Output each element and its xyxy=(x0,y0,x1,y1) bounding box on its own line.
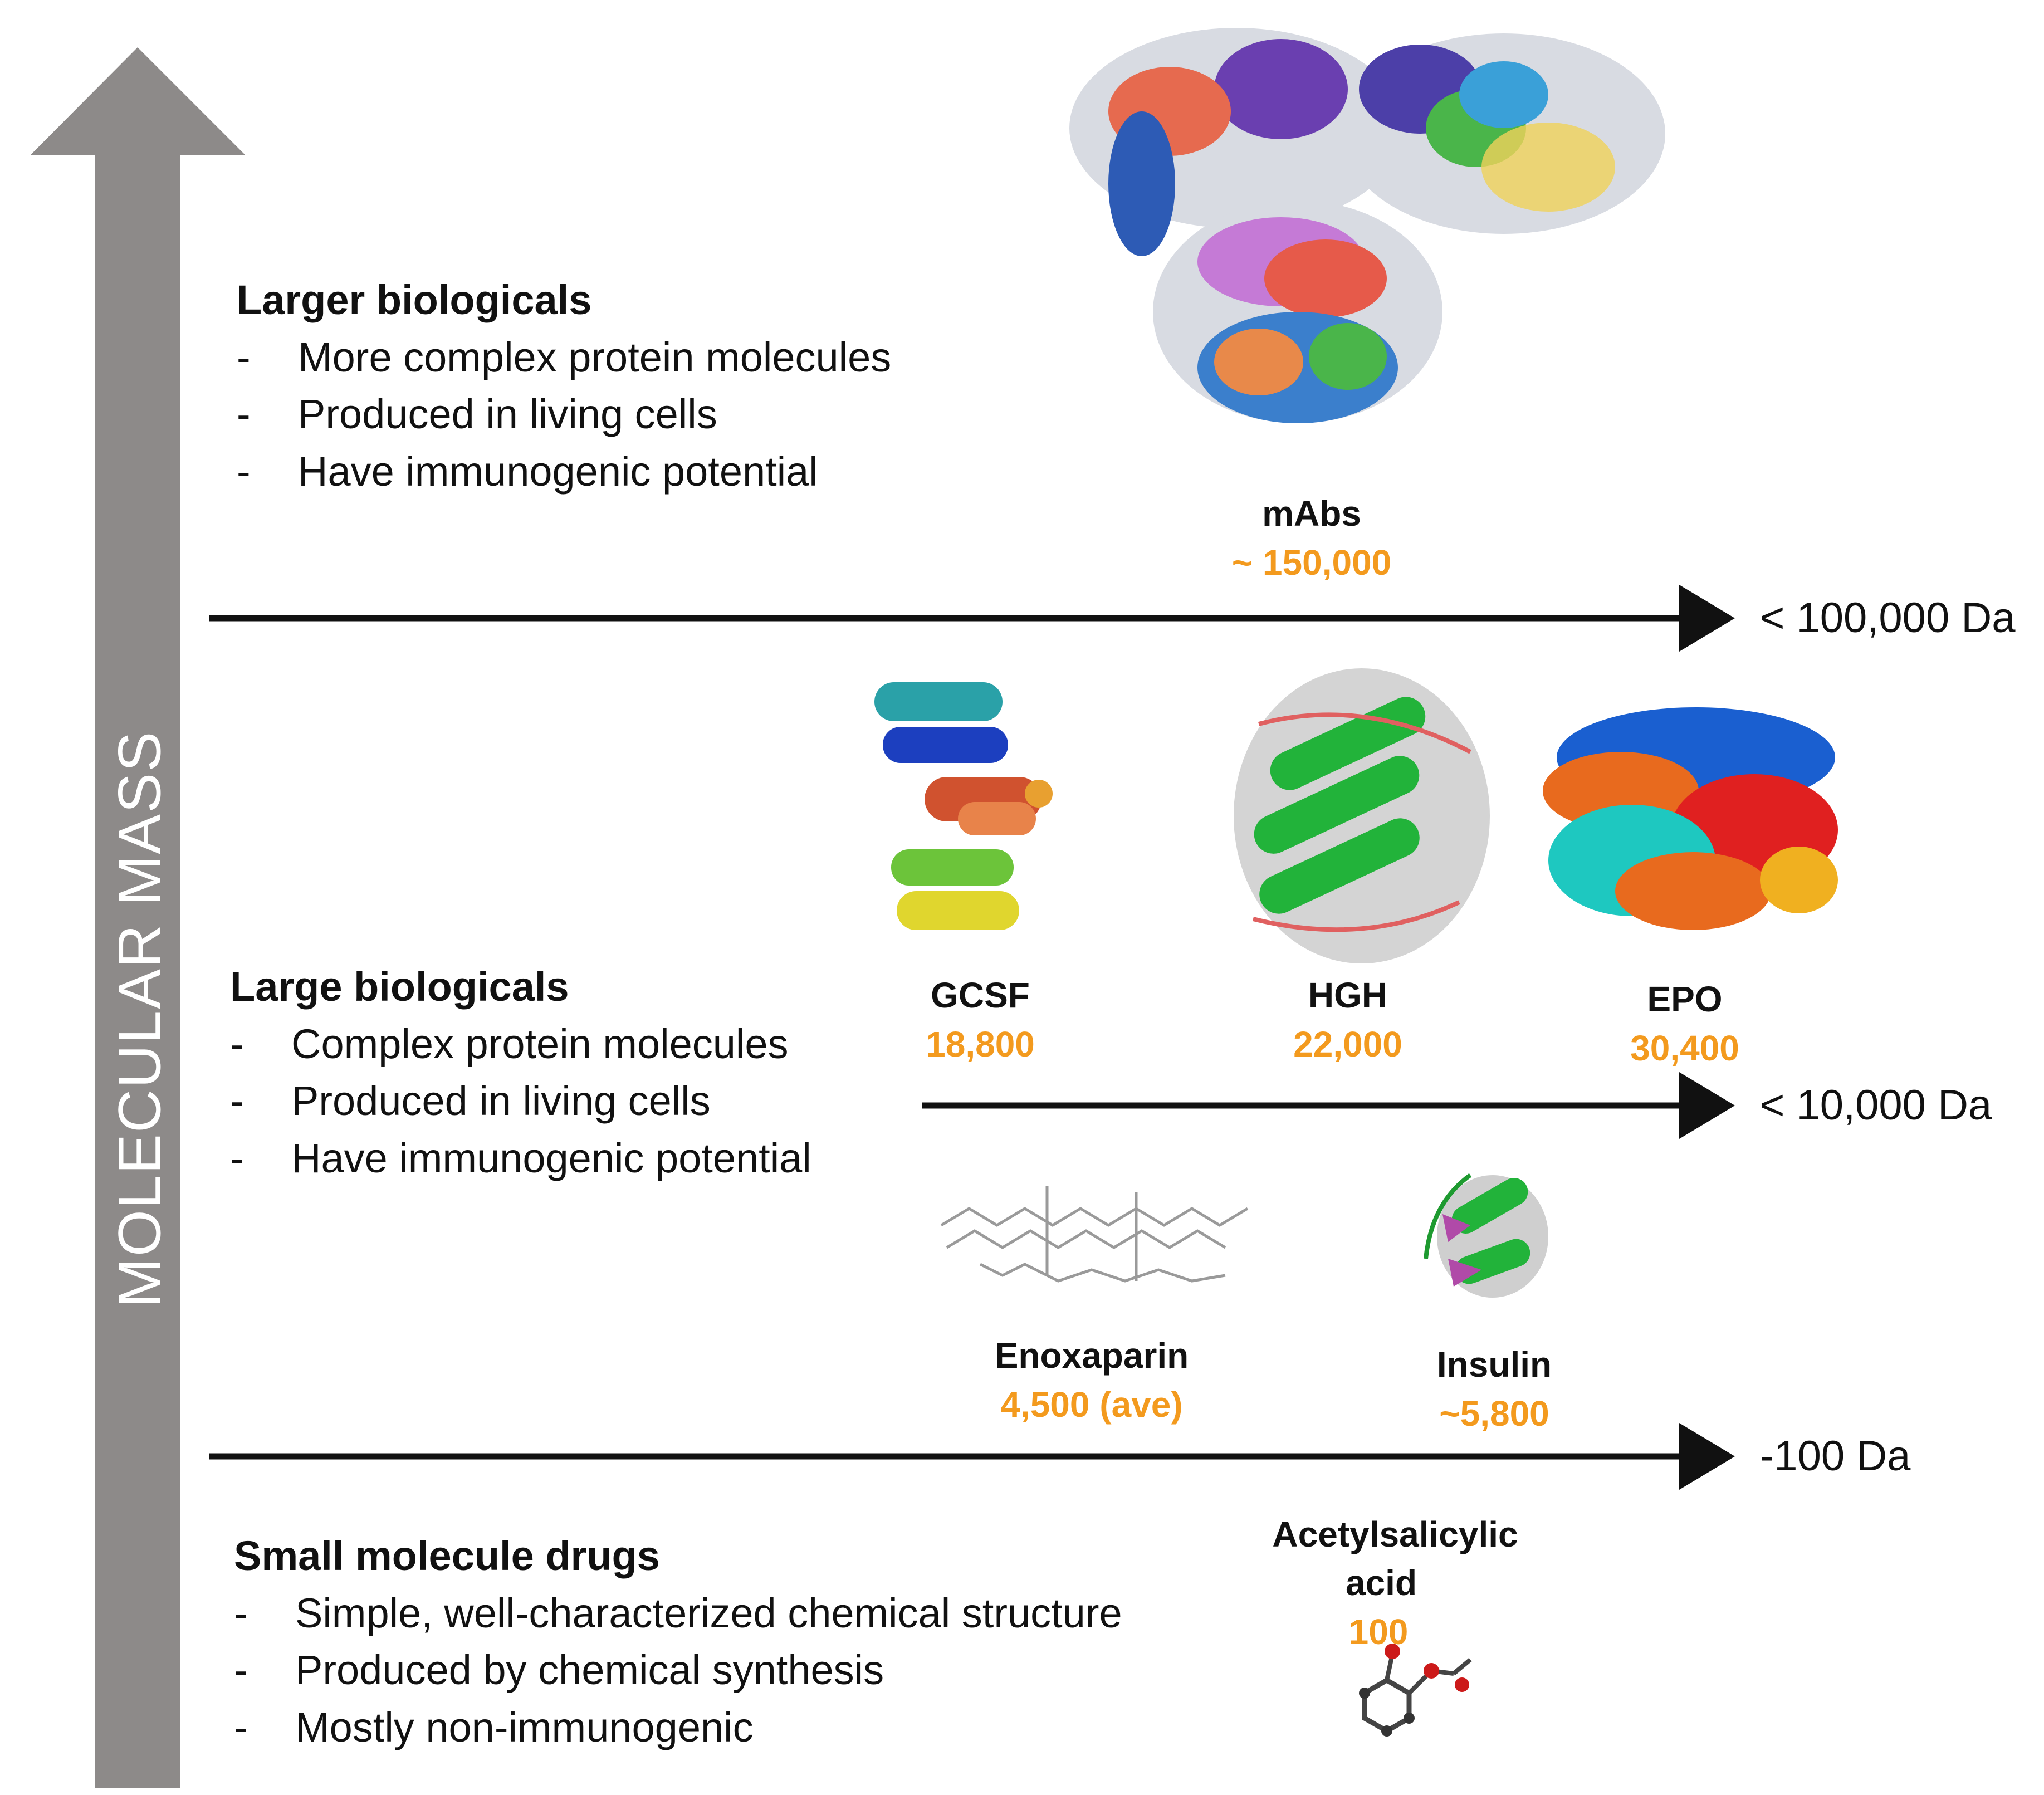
insulin-name: Insulin xyxy=(1436,1344,1552,1385)
enoxaparin-structure-image xyxy=(940,1186,1249,1283)
hgh-mass: 22,000 xyxy=(1293,1024,1402,1064)
threshold-arrow-10000 xyxy=(922,1072,1735,1139)
larger-biologicals-heading: Larger biologicals xyxy=(237,277,592,323)
aspirin-name-line1: Acetylsalicylic xyxy=(1272,1514,1518,1554)
small-bullet-2: - Produced by chemical synthesis xyxy=(234,1650,884,1691)
insulin-structure-image xyxy=(1424,1173,1548,1298)
enoxaparin-name: Enoxaparin xyxy=(994,1336,1189,1376)
bullet-dash: - xyxy=(234,1590,248,1636)
threshold-label-100: -100 Da xyxy=(1760,1432,1911,1480)
threshold-arrow-100 xyxy=(209,1423,1735,1490)
axis-label: MOLECULAR MASS xyxy=(105,730,173,1308)
insulin-mass: ~5,800 xyxy=(1439,1393,1549,1434)
bullet-text: More complex protein molecules xyxy=(298,334,892,380)
small-bullet-3: - Mostly non-immunogenic xyxy=(234,1707,754,1748)
hgh-name: HGH xyxy=(1308,975,1388,1015)
large-bullet-3: - Have immunogenic potential xyxy=(230,1138,811,1179)
mabs-mass: ~ 150,000 xyxy=(1231,542,1392,583)
mabs-structure-image xyxy=(1069,28,1665,423)
hgh-structure-image xyxy=(1234,668,1490,963)
large-bullet-2: - Produced in living cells xyxy=(230,1080,711,1122)
epo-name: EPO xyxy=(1647,979,1723,1019)
large-biologicals-heading: Large biologicals xyxy=(230,963,569,1010)
bullet-text: Have immunogenic potential xyxy=(291,1135,811,1181)
larger-bullet-2: - Produced in living cells xyxy=(237,394,717,435)
larger-bullet-3: -Have immunogenic potential xyxy=(237,451,818,492)
threshold-label-100000: < 100,000 Da xyxy=(1760,594,2016,642)
bullet-dash: - xyxy=(237,448,251,495)
bullet-dash: - xyxy=(237,391,251,437)
bullet-text: Have immunogenic potential xyxy=(298,448,818,495)
aspirin-mass: 100 xyxy=(1348,1612,1409,1652)
gcsf-name: GCSF xyxy=(931,975,1030,1015)
bullet-text: Mostly non-immunogenic xyxy=(295,1704,754,1750)
bullet-dash: - xyxy=(234,1704,248,1750)
molecular-mass-arrow xyxy=(31,47,245,1788)
bullet-text: Produced in living cells xyxy=(298,391,717,437)
aspirin-name-line2: acid xyxy=(1345,1563,1417,1603)
small-bullet-1: - Simple, well-characterized chemical str… xyxy=(234,1593,1122,1634)
bullet-dash: - xyxy=(230,1078,244,1124)
gcsf-structure-image xyxy=(874,682,1053,930)
threshold-label-10000: < 10,000 Da xyxy=(1760,1082,1992,1129)
threshold-arrow-100000 xyxy=(209,585,1735,652)
large-bullet-1: - Complex protein molecules xyxy=(230,1024,789,1065)
bullet-text: Produced by chemical synthesis xyxy=(295,1647,884,1693)
bullet-dash: - xyxy=(230,1135,244,1181)
gcsf-mass: 18,800 xyxy=(926,1024,1035,1064)
larger-bullet-1: - More complex protein molecules xyxy=(237,337,891,378)
bullet-text: Simple, well-characterized chemical stru… xyxy=(295,1590,1122,1636)
bullet-dash: - xyxy=(234,1647,248,1693)
small-molecule-heading: Small molecule drugs xyxy=(234,1533,660,1579)
mabs-name: mAbs xyxy=(1262,493,1361,534)
enoxaparin-mass: 4,500 (ave) xyxy=(1000,1385,1183,1425)
epo-mass: 30,400 xyxy=(1630,1028,1739,1068)
aspirin-structure-image xyxy=(1359,1644,1472,1737)
epo-structure-image xyxy=(1543,707,1838,930)
bullet-dash: - xyxy=(237,334,251,380)
bullet-text: Produced in living cells xyxy=(291,1078,711,1124)
bullet-text: Complex protein molecules xyxy=(291,1021,789,1067)
bullet-dash: - xyxy=(230,1021,244,1067)
